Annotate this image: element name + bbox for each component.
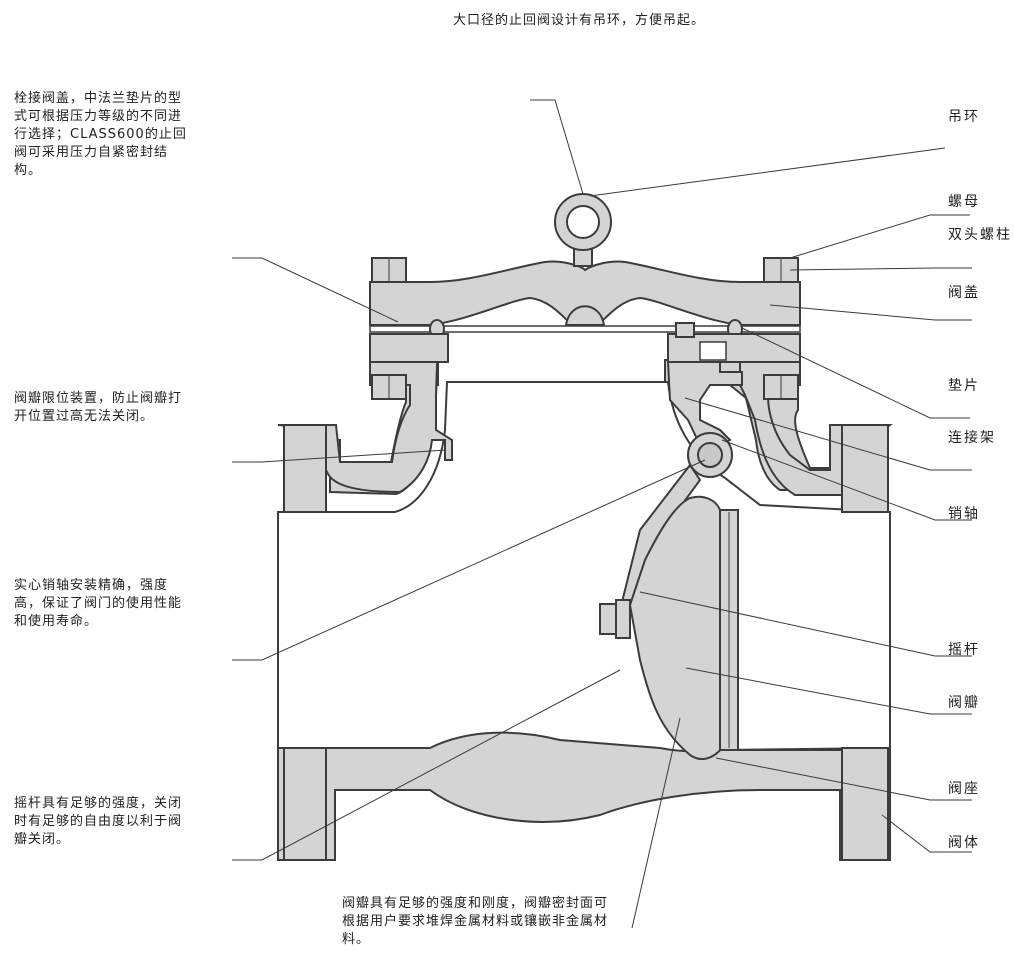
label-body: 阀体 bbox=[948, 835, 980, 851]
label-seat: 阀座 bbox=[948, 781, 980, 797]
right-flange bbox=[841, 424, 889, 513]
note-arm: 摇杆具有足够的强度，关闭 时有足够的自由度以利于阀 瓣关闭。 bbox=[14, 796, 183, 847]
label-arm: 摇杆 bbox=[948, 642, 980, 658]
note-bonnet: 栓接阀盖，中法兰垫片的型 式可根据压力等级的不同进 行选择；CLASS600的止… bbox=[14, 91, 187, 178]
bonnet bbox=[369, 260, 801, 326]
note-pin: 实心销轴安装精确，强度 高，保证了阀门的使用性能 和使用寿命。 bbox=[14, 578, 183, 629]
label-stud: 双头螺柱 bbox=[948, 227, 1012, 243]
note-limiter: 阀瓣限位装置，防止阀瓣打 开位置过高无法关闭。 bbox=[14, 391, 183, 424]
label-eyebolt: 吊环 bbox=[948, 109, 980, 125]
eyebolt-hole bbox=[566, 205, 600, 239]
disc bbox=[628, 495, 724, 761]
left-flange-bottom bbox=[283, 747, 327, 861]
top-note: 大口径的止回阀设计有吊环，方便吊起。 bbox=[453, 13, 706, 28]
gasket bbox=[369, 325, 801, 333]
hinge-pin bbox=[697, 442, 723, 468]
body-neck-left bbox=[325, 334, 453, 494]
label-gasket: 垫片 bbox=[948, 378, 980, 394]
label-nut: 螺母 bbox=[948, 194, 980, 210]
body-upper-flange-right bbox=[667, 333, 801, 363]
left-flange bbox=[283, 424, 327, 513]
label-bonnet: 阀盖 bbox=[948, 285, 980, 301]
leader-lines bbox=[232, 99, 972, 929]
label-pin: 销轴 bbox=[948, 506, 980, 522]
disc-nut-head bbox=[615, 599, 631, 639]
disc-stop-block bbox=[675, 322, 695, 338]
label-bracket: 连接架 bbox=[948, 430, 996, 446]
bonnet-hump bbox=[564, 305, 606, 326]
note-disc: 阀瓣具有足够的强度和刚度，阀瓣密封面可 根据用户要求堆焊金属材料或镶嵌非金属材 … bbox=[342, 896, 609, 947]
body-upper-flange bbox=[369, 333, 449, 363]
label-disc: 阀瓣 bbox=[948, 695, 980, 711]
right-flange-bottom bbox=[841, 747, 889, 861]
bracket-hole bbox=[699, 341, 727, 361]
